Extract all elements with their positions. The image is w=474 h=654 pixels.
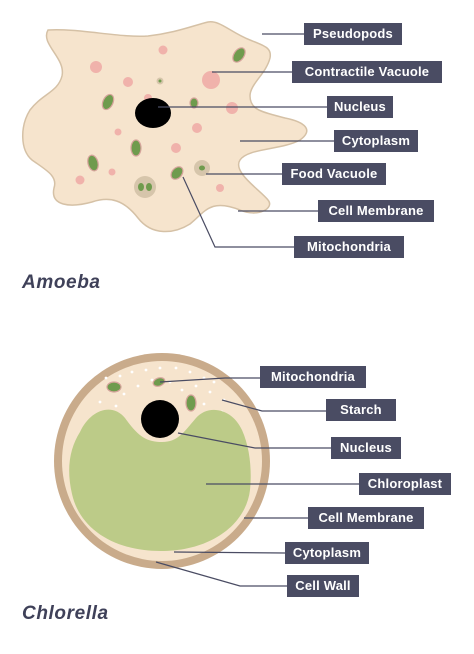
label-chlorella-cell-membrane: Cell Membrane	[308, 507, 424, 529]
chlorella-leader-lines	[155, 377, 359, 587]
label-pseudopods: Pseudopods	[304, 23, 402, 45]
label-contractile-vacuole: Contractile Vacuole	[292, 61, 442, 83]
label-chloroplast: Chloroplast	[359, 473, 451, 495]
label-food-vacuole: Food Vacuole	[282, 163, 386, 185]
label-starch: Starch	[326, 399, 396, 421]
amoeba-leader-lines	[158, 33, 334, 248]
chlorella-title: Chlorella	[22, 603, 109, 624]
chlorella-nucleus	[141, 400, 179, 438]
label-chlorella-nucleus: Nucleus	[331, 437, 401, 459]
label-cytoplasm: Cytoplasm	[334, 130, 418, 152]
chlorella-chloroplast	[69, 409, 251, 552]
label-chlorella-cytoplasm: Cytoplasm	[285, 542, 369, 564]
food-vacuole	[134, 77, 210, 198]
label-cell-wall: Cell Wall	[287, 575, 359, 597]
chlorella-mitochondria	[106, 377, 197, 412]
label-cell-membrane: Cell Membrane	[318, 200, 434, 222]
mitochondria	[87, 47, 246, 180]
amoeba-title: Amoeba	[22, 272, 101, 293]
amoeba-cell-membrane	[22, 21, 308, 233]
label-mitochondria: Mitochondria	[294, 236, 404, 258]
amoeba-cell	[22, 21, 308, 233]
contractile-vacuole	[75, 45, 238, 192]
chlorella-cell	[54, 353, 270, 569]
amoeba-nucleus	[135, 98, 171, 128]
label-nucleus: Nucleus	[327, 96, 393, 118]
label-chlorella-mitochondria: Mitochondria	[260, 366, 366, 388]
